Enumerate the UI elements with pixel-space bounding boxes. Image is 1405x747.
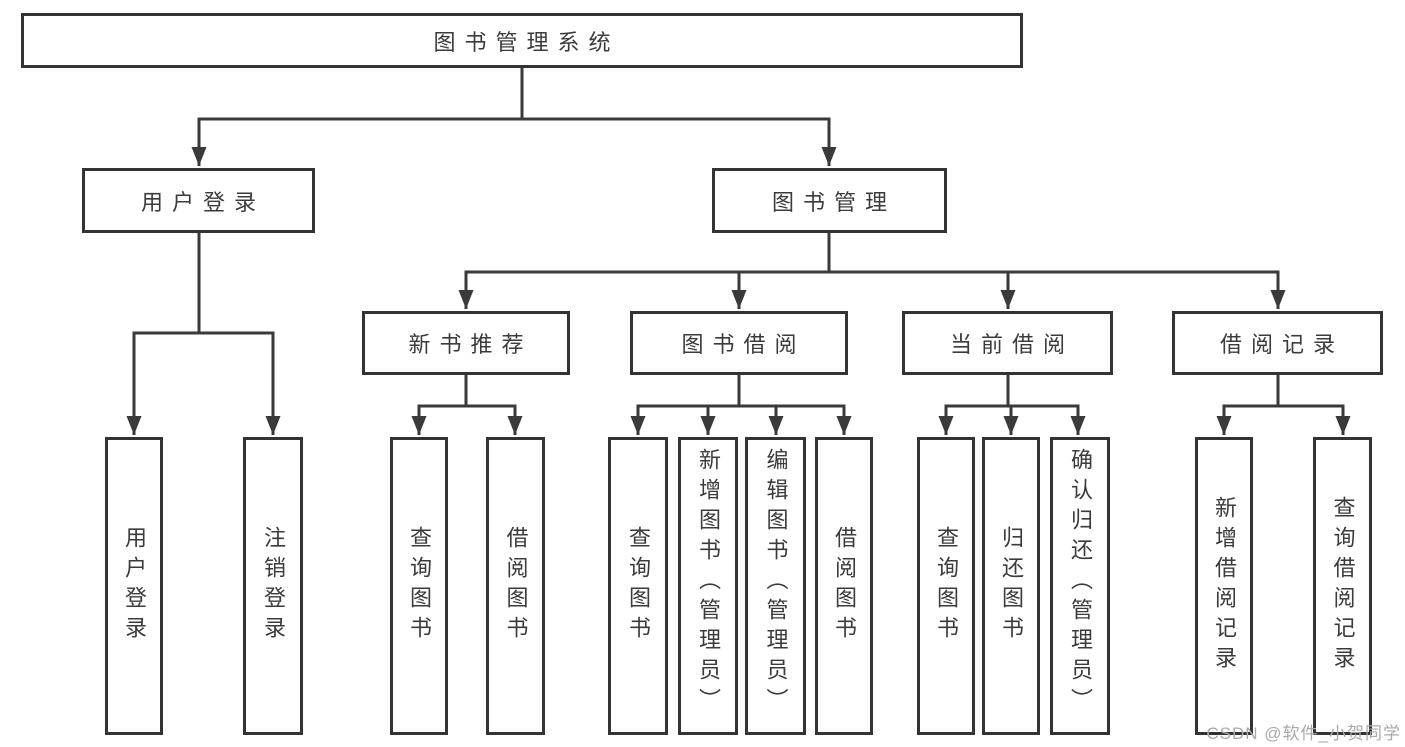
leaf-label: 归还图书 bbox=[999, 526, 1024, 646]
node-user-login-group: 用户登录 bbox=[82, 168, 315, 233]
leaf-bb-edit-books-admin: 编辑图书（管理员） bbox=[745, 437, 806, 735]
leaf-br-query-record: 查询借阅记录 bbox=[1313, 437, 1372, 735]
leaf-label: 查询借阅记录 bbox=[1330, 496, 1356, 676]
node-new-book-recommend: 新书推荐 bbox=[362, 311, 570, 375]
csdn-watermark: CSDN @软件_小贺同学 bbox=[1206, 724, 1401, 743]
leaf-nbr-borrow-books: 借阅图书 bbox=[486, 437, 545, 735]
node-borrowing-records: 借阅记录 bbox=[1172, 311, 1383, 375]
leaf-logout: 注销登录 bbox=[243, 437, 303, 735]
leaf-label: 新增借阅记录 bbox=[1212, 496, 1237, 676]
node-current-borrowing: 当前借阅 bbox=[902, 311, 1113, 375]
node-root: 图书管理系统 bbox=[21, 13, 1023, 68]
leaf-cb-query-books: 查询图书 bbox=[917, 437, 975, 735]
leaf-label: 注销登录 bbox=[261, 526, 286, 646]
leaf-label: 确认归还（管理员） bbox=[1068, 448, 1093, 718]
leaf-nbr-query-books: 查询图书 bbox=[390, 437, 448, 735]
leaf-label: 查询图书 bbox=[934, 526, 959, 646]
leaf-user-login: 用户登录 bbox=[105, 437, 163, 735]
leaf-label: 编辑图书（管理员） bbox=[763, 448, 789, 718]
leaf-bb-query-books: 查询图书 bbox=[608, 437, 668, 735]
leaf-label: 用户登录 bbox=[122, 526, 147, 646]
node-book-borrowing: 图书借阅 bbox=[630, 311, 848, 375]
leaf-br-add-record: 新增借阅记录 bbox=[1195, 437, 1253, 735]
leaf-bb-add-books-admin: 新增图书（管理员） bbox=[678, 437, 738, 735]
leaf-label: 查询图书 bbox=[626, 526, 651, 646]
leaf-label: 查询图书 bbox=[407, 526, 432, 646]
leaf-label: 借阅图书 bbox=[503, 526, 529, 646]
leaf-cb-return-books: 归还图书 bbox=[982, 437, 1040, 735]
leaf-label: 借阅图书 bbox=[832, 526, 857, 646]
node-book-management: 图书管理 bbox=[712, 168, 947, 233]
leaf-bb-borrow-books: 借阅图书 bbox=[815, 437, 873, 735]
leaf-label: 新增图书（管理员） bbox=[696, 448, 721, 718]
leaf-cb-confirm-return-admin: 确认归还（管理员） bbox=[1050, 437, 1110, 735]
